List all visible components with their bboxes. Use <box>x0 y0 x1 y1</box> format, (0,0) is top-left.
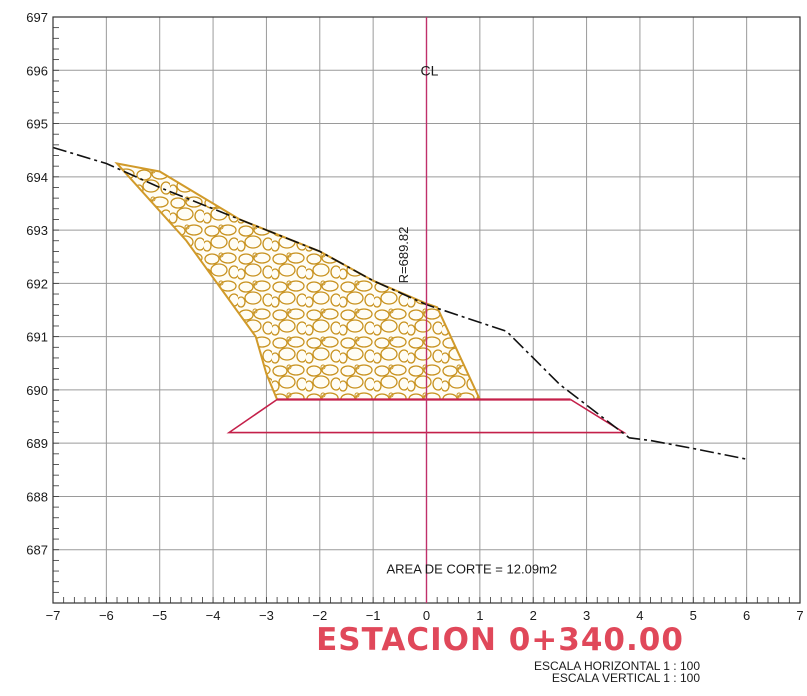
tick-labels: −7 −6 −5 −4 −3 −2 −1 0 1 2 3 4 5 6 7 687 688 689 690 691 692… <box>26 10 803 623</box>
area-label: AREA DE CORTE = 12.09m2 <box>386 562 557 577</box>
scale-info: ESCALA HORIZONTAL 1 : 100 ESCALA VERTICA… <box>470 660 700 684</box>
x-tick-label: 1 <box>476 608 483 623</box>
x-tick-label: −4 <box>206 608 221 623</box>
cut-area-polygon <box>114 161 482 401</box>
x-tick-label: 4 <box>636 608 643 623</box>
x-tick-label: −3 <box>259 608 274 623</box>
y-tick-label: 691 <box>26 330 48 345</box>
x-tick-label: −7 <box>46 608 61 623</box>
y-tick-label: 693 <box>26 223 48 238</box>
y-tick-label: 694 <box>26 170 48 185</box>
x-tick-label: 5 <box>690 608 697 623</box>
x-tick-label: −1 <box>366 608 381 623</box>
x-tick-label: 2 <box>530 608 537 623</box>
x-tick-label: −5 <box>152 608 167 623</box>
x-tick-label: 3 <box>583 608 590 623</box>
x-tick-label: −6 <box>99 608 114 623</box>
y-tick-label: 689 <box>26 436 48 451</box>
y-tick-label: 688 <box>26 489 48 504</box>
station-title: ESTACION 0+340.00 <box>316 622 684 658</box>
y-tick-label: 687 <box>26 543 48 558</box>
radius-label: R=689.82 <box>396 227 411 284</box>
x-tick-label: 0 <box>423 608 430 623</box>
x-tick-label: 6 <box>743 608 750 623</box>
x-tick-label: 7 <box>796 608 803 623</box>
y-tick-label: 692 <box>26 276 48 291</box>
y-tick-label: 690 <box>26 383 48 398</box>
y-tick-label: 695 <box>26 117 48 132</box>
axes <box>52 16 801 604</box>
x-tick-label: −2 <box>312 608 327 623</box>
y-tick-label: 697 <box>26 10 48 25</box>
scale-vertical: ESCALA VERTICAL 1 : 100 <box>551 671 700 685</box>
cut-area-region <box>114 161 482 401</box>
y-tick-label: 696 <box>26 63 48 78</box>
centerline-label: CL <box>421 62 439 78</box>
scale-horizontal: ESCALA HORIZONTAL 1 : 100 <box>533 659 700 673</box>
